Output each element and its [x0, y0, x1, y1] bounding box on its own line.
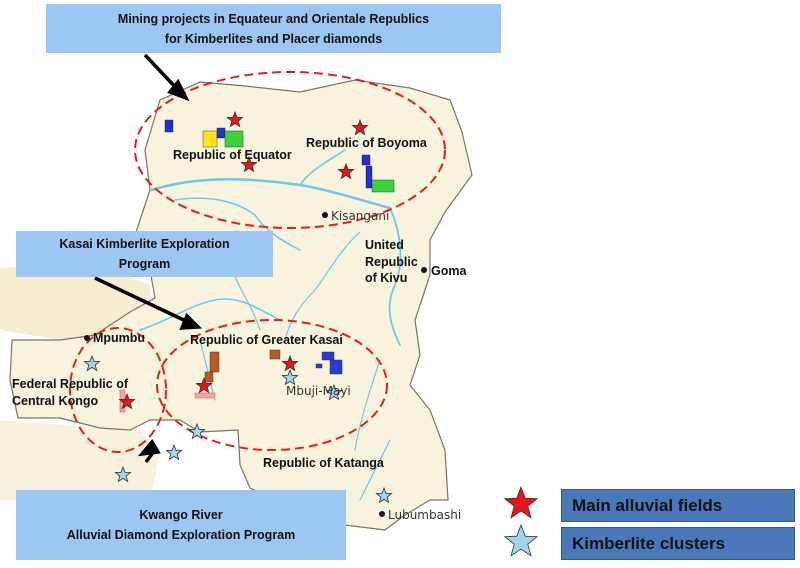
alluvial-star-icon: [118, 392, 136, 410]
callout-north-line2: for Kimberlites and Placer diamonds: [164, 31, 383, 46]
city-dot-mpumbu: [84, 335, 90, 341]
city-dot-kisangani: [322, 212, 328, 218]
concession-blocks: [119, 119, 395, 413]
region-label-boyoma: Republic of Boyoma: [306, 136, 428, 150]
alluvial-stars: [118, 110, 369, 410]
legend-kimberlite: Kimberlite clusters: [561, 527, 795, 560]
alluvial-star-icon: [281, 354, 299, 372]
region-label-central-kongo-2: Central Kongo: [12, 394, 98, 408]
legend-alluvial: Main alluvial fields: [561, 489, 795, 522]
region-label-kivu-3: of Kivu: [365, 271, 407, 285]
callout-kwango: Kwango River Alluvial Diamond Exploratio…: [16, 490, 346, 560]
region-label-greater-kasai: Republic of Greater Kasai: [190, 333, 343, 347]
callout-kwango-line1: Kwango River: [139, 508, 223, 522]
kimberlite-star-icon: [281, 368, 299, 386]
region-label-kivu-2: Republic: [365, 255, 418, 269]
callout-kasai-line2: Program: [118, 257, 171, 271]
kwango-ellipse: [69, 327, 167, 453]
callout-north-line1: Mining projects in Equateur and Oriental…: [117, 11, 430, 26]
region-label-katanga: Republic of Katanga: [263, 456, 385, 470]
kimberlite-star-icon: [375, 486, 393, 504]
region-label-equator: Republic of Equator: [173, 148, 292, 162]
city-label-goma: Goma: [431, 264, 467, 278]
city-label-lubumbashi: Lubumbashi: [388, 508, 461, 522]
north-ellipse: [134, 71, 446, 229]
city-label-mpumbu: Mpumbu: [93, 331, 145, 345]
legend-stars: [503, 485, 539, 557]
callout-kwango-line2: Alluvial Diamond Exploration Program: [66, 528, 296, 542]
neighbor-land-south: [0, 420, 160, 500]
city-label-kisangani: Kisangani: [331, 209, 389, 223]
alluvial-star-icon: [195, 376, 213, 394]
callout-kasai: Kasai Kimberlite Exploration Program: [16, 231, 273, 277]
legend-alluvial-label: Main alluvial fields: [572, 496, 723, 515]
city-dot-goma: [421, 267, 427, 273]
city-label-mbuji-mayi: Mbuji-Mayi: [286, 384, 351, 398]
kimberlite-star-icon: [188, 422, 206, 440]
city-dot-lubumbashi: [379, 511, 385, 517]
alluvial-star-icon: [240, 155, 258, 173]
neighbor-land: [0, 262, 150, 340]
legend-alluvial-star-icon: [503, 485, 539, 519]
alluvial-star-icon: [337, 162, 355, 180]
region-label-kivu-1: United: [365, 238, 404, 252]
kasai-ellipse: [156, 319, 388, 451]
callout-north-mining: Mining projects in Equateur and Oriental…: [46, 4, 501, 53]
alluvial-star-icon: [226, 110, 244, 128]
callout-arrows: [94, 53, 202, 464]
kimberlite-star-icon: [83, 354, 101, 372]
alluvial-star-icon: [351, 118, 369, 136]
legend-kimberlite-label: Kimberlite clusters: [572, 534, 726, 553]
region-label-central-kongo-1: Federal Republic of: [12, 377, 129, 391]
legend-kimberlite-star-icon: [503, 523, 539, 557]
kimberlite-stars: [83, 354, 393, 504]
kimberlite-star-icon: [165, 443, 183, 461]
callout-kasai-line1: Kasai Kimberlite Exploration: [59, 237, 230, 251]
kimberlite-star-icon: [325, 383, 343, 401]
rivers: [139, 149, 402, 501]
kimberlite-star-icon: [114, 465, 132, 483]
